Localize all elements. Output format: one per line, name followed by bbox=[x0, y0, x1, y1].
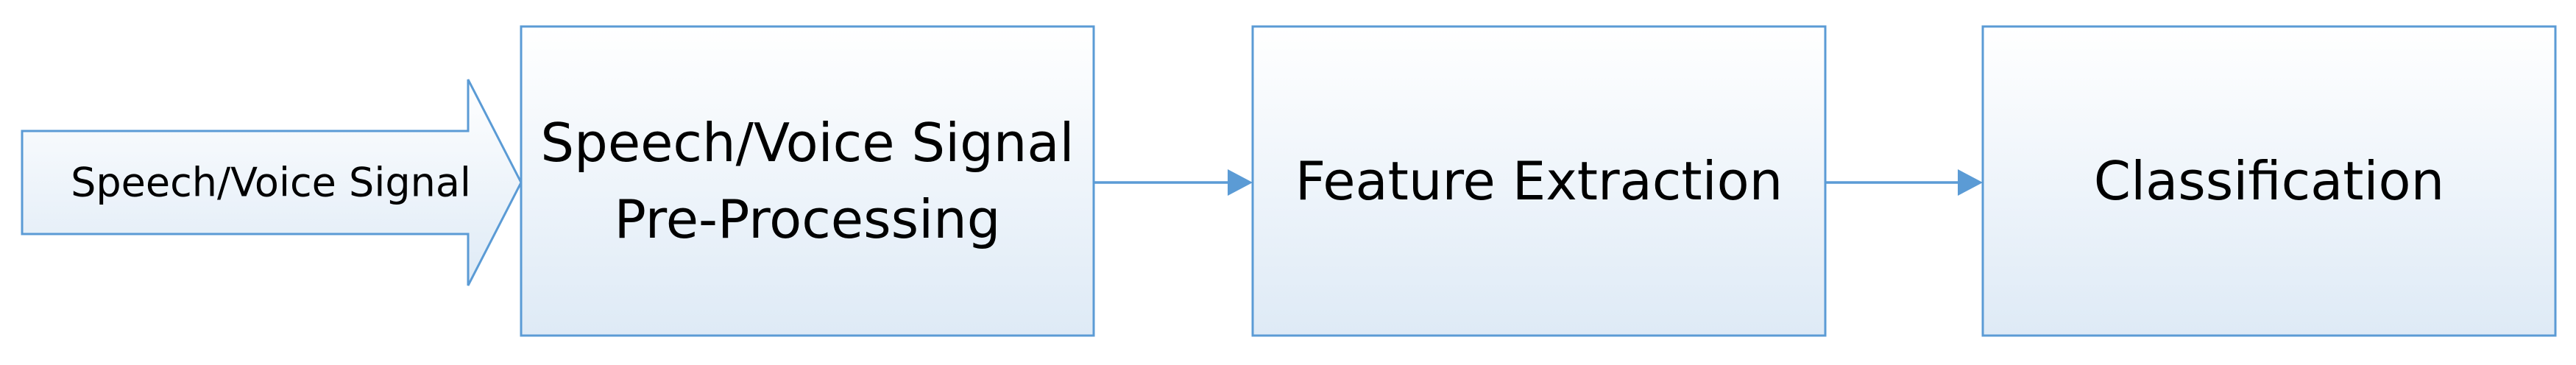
edge-preprocessing-to-feature-extraction bbox=[1094, 169, 1253, 196]
classification-box: Classification bbox=[1981, 25, 2557, 337]
classification-label: Classification bbox=[2094, 150, 2444, 212]
feature-extraction-box: Feature Extraction bbox=[1251, 25, 1827, 337]
preprocessing-label-line-2: Pre-Processing bbox=[615, 188, 1001, 250]
preprocessing-label-line-1: Speech/Voice Signal bbox=[540, 112, 1074, 174]
input-signal-arrow: Speech/Voice Signal bbox=[21, 79, 523, 286]
input-signal-label: Speech/Voice Signal bbox=[71, 160, 471, 206]
feature-extraction-label: Feature Extraction bbox=[1295, 150, 1783, 212]
edge-feature-extraction-to-classification bbox=[1825, 169, 1983, 196]
preprocessing-box: Speech/Voice Signal Pre-Processing bbox=[520, 25, 1095, 337]
